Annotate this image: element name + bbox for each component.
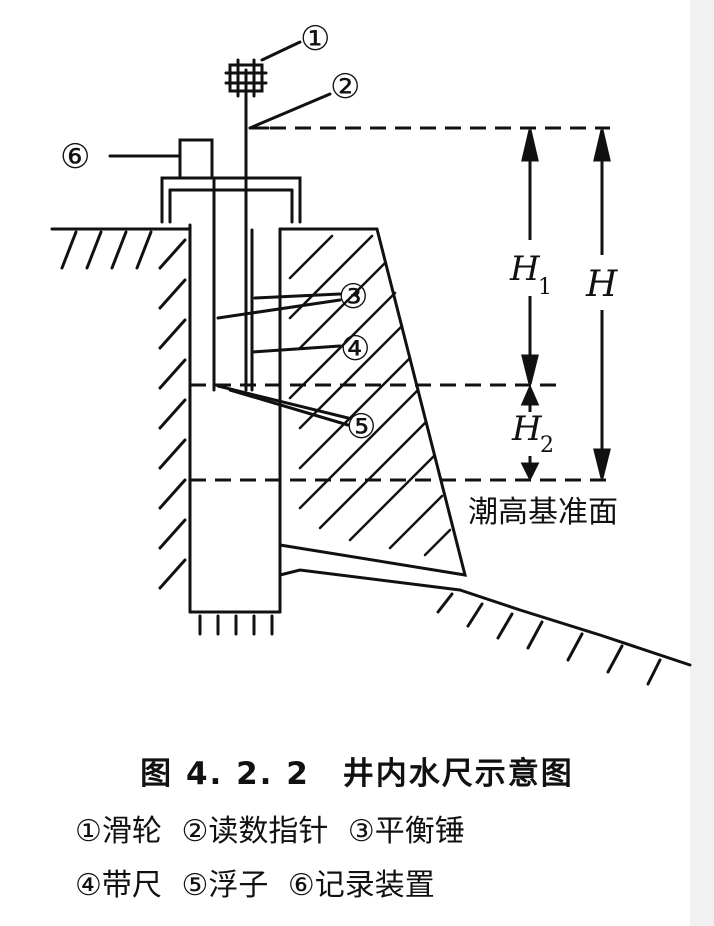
ground-hatch-left: [60, 230, 153, 270]
pulley: [224, 58, 268, 98]
h2-subscript: 2: [540, 433, 554, 458]
h2-label: H: [511, 409, 543, 449]
page-edge: [690, 0, 714, 926]
marker-1: ①: [300, 19, 330, 59]
h-arrow-up: [593, 129, 611, 162]
well-bottom-hatch: [198, 614, 274, 636]
legend-item-tape: ④带尺: [75, 868, 162, 903]
shore-wall-hatch: [288, 234, 452, 557]
tide-well-diagram: ① ② ⑥ ③ ④ ⑤ H 1 H 2 H 潮高基准面: [50, 19, 692, 686]
intake-channel: [278, 568, 462, 592]
h2-arrow-up: [520, 384, 540, 406]
h1-arrow-down: [521, 354, 539, 385]
leader-5b: [228, 388, 350, 427]
well-wall-hatch: [158, 238, 187, 590]
sea-bed-hatch: [436, 592, 662, 686]
legend-item-counterweight: ③平衡锤: [347, 814, 465, 849]
marker-6: ⑥: [60, 137, 90, 177]
datum-label: 潮高基准面: [468, 495, 618, 530]
sea-bed: [458, 588, 692, 667]
leader-2: [248, 92, 332, 130]
recording-device: [178, 138, 214, 180]
figure-legend-line-2: ④带尺 ⑤浮子 ⑥记录装置: [75, 860, 714, 904]
marker-5: ⑤: [346, 407, 376, 447]
leader-4: [250, 344, 342, 354]
h1-label: H: [509, 249, 541, 289]
h1-arrow-up: [521, 129, 539, 162]
legend-item-pointer: ②读数指针: [181, 814, 329, 849]
marker-4: ④: [340, 329, 370, 369]
shore-wall: [278, 227, 468, 577]
h-label: H: [585, 264, 618, 305]
leader-1: [260, 40, 302, 62]
figure-legend-line-1: ①滑轮 ②读数指针 ③平衡锤: [75, 806, 714, 850]
legend-item-recorder: ⑥记录装置: [287, 868, 435, 903]
instrument-shelter: [160, 176, 302, 224]
leader-3b: [216, 298, 342, 320]
h-arrow-down: [593, 448, 611, 479]
figure-caption-title: 图 4. 2. 2 井内水尺示意图: [140, 756, 574, 792]
marker-3: ③: [338, 277, 368, 317]
legend-item-float: ⑤浮子: [181, 868, 269, 903]
h1-subscript: 1: [538, 275, 552, 300]
leader-3a: [253, 292, 342, 300]
marker-2: ②: [330, 67, 360, 107]
h2-arrow-down: [520, 462, 540, 482]
legend-item-pulley: ①滑轮: [75, 814, 162, 849]
